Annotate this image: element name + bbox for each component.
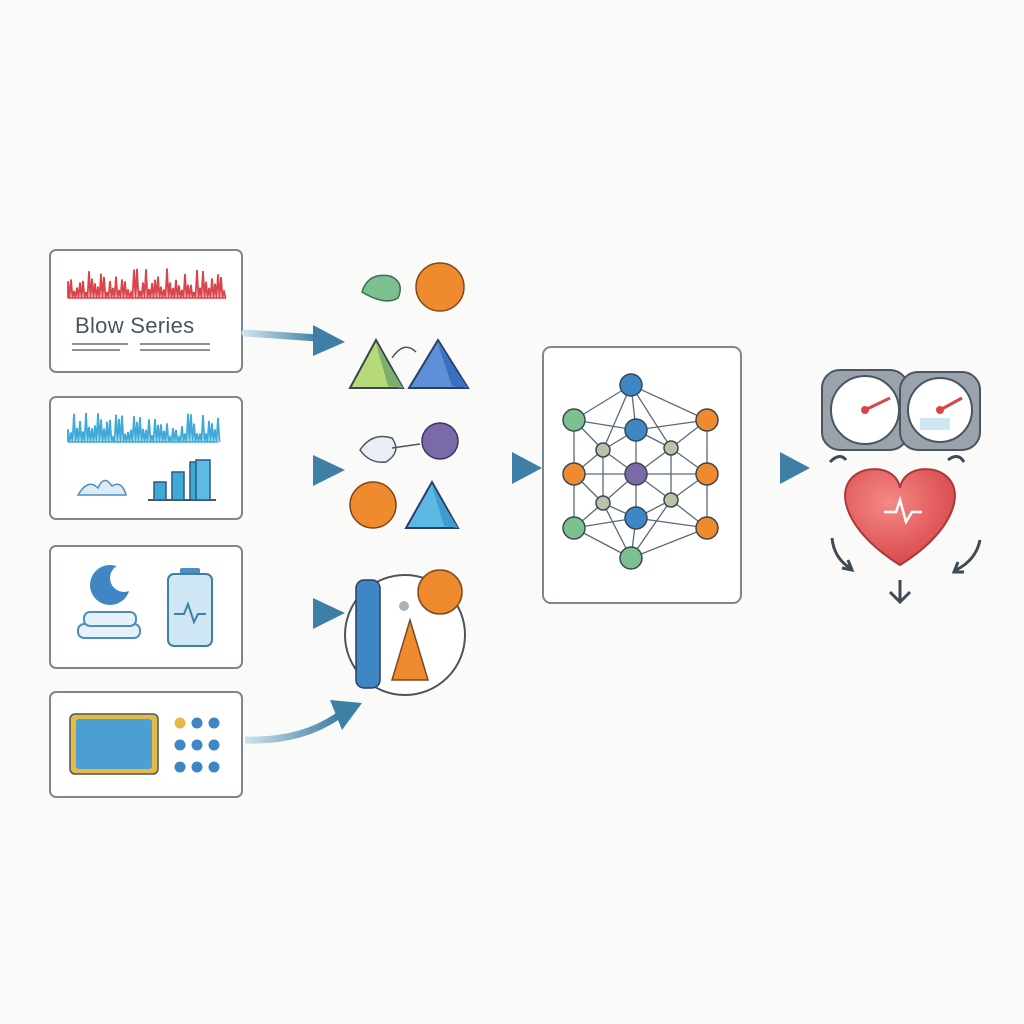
heart-icon: [844, 468, 956, 567]
keypad-dot: [208, 717, 220, 729]
bar-chart-icon: [148, 459, 216, 501]
devices-panel: [49, 545, 243, 669]
network-node: [663, 440, 679, 456]
red-waveform-panel: Blow Series: [49, 249, 243, 373]
device-stack-icon: [77, 611, 141, 639]
gauge-icon: [899, 371, 981, 451]
network-node: [562, 462, 586, 486]
keypad-dot: [174, 717, 186, 729]
splash-icon: [76, 479, 127, 496]
keypad-icon: [174, 717, 220, 773]
keypad-dot: [174, 761, 186, 773]
network-edge: [630, 527, 708, 559]
tablet-icon: [69, 713, 159, 775]
moon-icon: [90, 564, 138, 605]
network-edge: [630, 384, 708, 421]
keypad-dot: [191, 717, 203, 729]
output-group: [821, 369, 982, 605]
panel-title: Blow Series: [75, 313, 194, 338]
network-node: [624, 462, 648, 486]
network-node: [663, 492, 679, 508]
network-node: [695, 462, 719, 486]
input-arrows: [241, 325, 362, 744]
waveform-icon: [67, 412, 221, 443]
output-arrows: [828, 455, 982, 605]
feature-shapes-icon: [344, 262, 470, 696]
waveform-icon: [67, 268, 227, 299]
network-node: [619, 373, 643, 397]
network-to-output-arrow: [742, 452, 810, 484]
network-node: [562, 408, 586, 432]
network-node: [595, 495, 611, 511]
gauge-icon: [821, 369, 909, 451]
network-node: [624, 506, 648, 530]
keypad-dot: [191, 739, 203, 751]
neural-network-panel: [542, 346, 742, 604]
network-edge: [630, 384, 672, 449]
panel-subtitle-lines: [72, 343, 210, 351]
network-edge: [635, 517, 708, 529]
network-node: [562, 516, 586, 540]
keypad-dot: [208, 761, 220, 773]
network-edge: [635, 419, 708, 431]
neural-network-icon: [562, 373, 719, 570]
network-node: [695, 516, 719, 540]
keypad-dot: [208, 739, 220, 751]
keypad-dot: [191, 761, 203, 773]
network-node: [619, 546, 643, 570]
feature-to-network-arrow: [470, 452, 542, 484]
blue-waveform-panel: [49, 396, 243, 520]
network-edge: [602, 384, 632, 451]
network-node: [595, 442, 611, 458]
screen-panel: [49, 691, 243, 798]
network-node: [695, 408, 719, 432]
network-node: [624, 418, 648, 442]
battery-icon: [167, 568, 213, 647]
keypad-dot: [174, 739, 186, 751]
